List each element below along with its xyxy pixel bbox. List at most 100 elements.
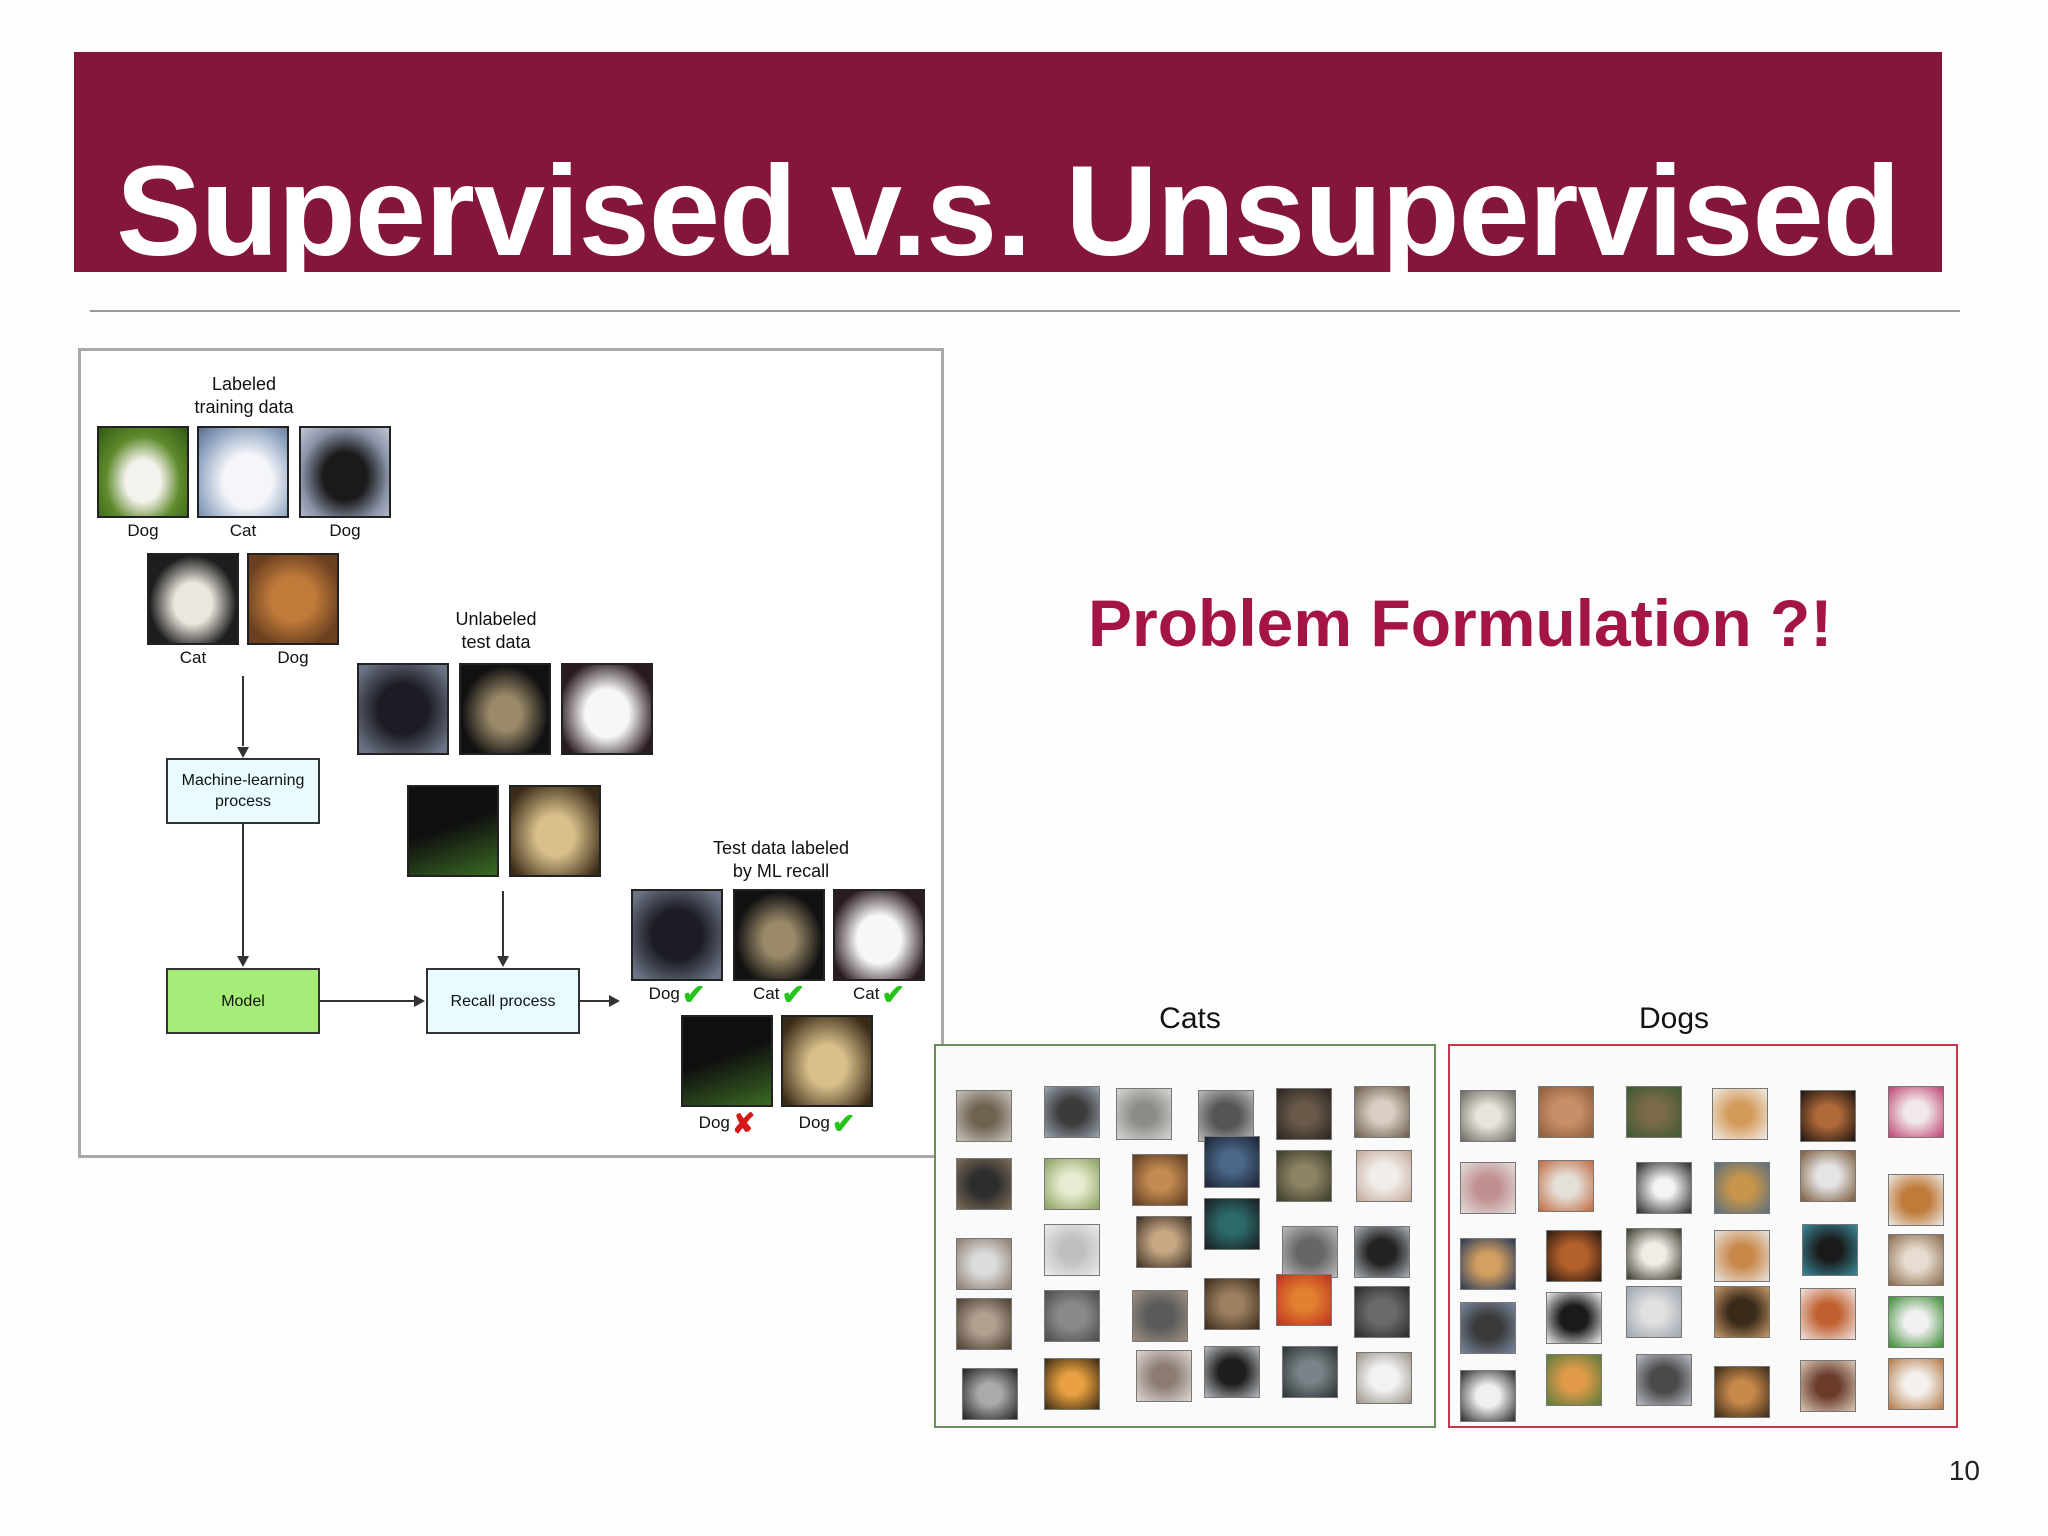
dogs-cluster (1448, 1044, 1958, 1428)
cat-thumbnail (1044, 1158, 1100, 1210)
dog-thumbnail (1888, 1358, 1944, 1410)
cat-thumbnail (1044, 1224, 1100, 1276)
arrow-line (580, 1000, 610, 1002)
dog-thumbnail (1626, 1286, 1682, 1338)
check-icon: ✔ (681, 979, 706, 1010)
cat-thumbnail (956, 1158, 1012, 1210)
dog-thumbnail (1714, 1230, 1770, 1282)
cat-thumbnail (1204, 1278, 1260, 1330)
training-photo-dog-black (299, 426, 391, 518)
cat-thumbnail (1044, 1358, 1100, 1410)
dog-thumbnail (1460, 1370, 1516, 1422)
dog-thumbnail (1546, 1354, 1602, 1406)
cat-thumbnail (1136, 1216, 1192, 1268)
training-label: Cat (229, 521, 257, 540)
result-heading: Test data labeled by ML recall (712, 838, 850, 881)
dogs-cluster-title: Dogs (1638, 1002, 1710, 1035)
slide-title: Supervised v.s. Unsupervised (116, 140, 1901, 283)
page-number: 10 (1948, 1455, 1980, 1486)
cat-thumbnail (956, 1298, 1012, 1350)
training-label: Cat (179, 648, 207, 667)
dog-thumbnail (1636, 1354, 1692, 1406)
cat-thumbnail (1198, 1090, 1254, 1142)
dog-thumbnail (1636, 1162, 1692, 1214)
cat-thumbnail (1354, 1226, 1410, 1278)
cross-icon: ✘ (731, 1108, 756, 1139)
training-photo-cat-siamese (147, 553, 239, 645)
training-photo-cat-white (197, 426, 289, 518)
cat-thumbnail (956, 1090, 1012, 1142)
cat-thumbnail (1204, 1198, 1260, 1250)
problem-formulation-heading: Problem Formulation ?! (1088, 586, 1833, 660)
arrow-head (237, 747, 249, 758)
arrow-line (502, 891, 504, 956)
dog-thumbnail (1546, 1230, 1602, 1282)
test-photo-dog-lying (407, 785, 499, 877)
divider (90, 310, 1960, 312)
test-photo-cat-tabby (459, 663, 551, 755)
cat-thumbnail (1116, 1088, 1172, 1140)
result-label: Dog✔ (798, 1108, 856, 1139)
arrow-head (414, 995, 425, 1007)
training-photo-dog-shepherd (247, 553, 339, 645)
cat-thumbnail (1354, 1086, 1410, 1138)
dog-thumbnail (1538, 1086, 1594, 1138)
result-photo-dog-black (631, 889, 723, 981)
result-photo-dog-pug (781, 1015, 873, 1107)
cats-cluster-title: Cats (1159, 1002, 1221, 1035)
check-icon: ✔ (781, 979, 805, 1010)
result-photo-cat-tabby (733, 889, 825, 981)
test-photo-cat-white (561, 663, 653, 755)
unlabeled-test-heading: Unlabeled test data (455, 609, 537, 652)
check-icon: ✔ (881, 979, 905, 1010)
machine-learning-box: Machine-learning process (166, 758, 320, 824)
training-label: Dog (127, 521, 159, 540)
dog-thumbnail (1460, 1090, 1516, 1142)
cat-thumbnail (1044, 1086, 1100, 1138)
cat-thumbnail (1276, 1274, 1332, 1326)
cats-cluster (934, 1044, 1436, 1428)
result-photo-dog-lying (681, 1015, 773, 1107)
dog-thumbnail (1714, 1286, 1770, 1338)
arrow-head (609, 995, 620, 1007)
dog-thumbnail (1714, 1162, 1770, 1214)
cat-thumbnail (1356, 1352, 1412, 1404)
dog-thumbnail (1626, 1086, 1682, 1138)
cat-thumbnail (1282, 1346, 1338, 1398)
result-label: Cat✔ (853, 979, 905, 1010)
arrow-line (242, 676, 244, 746)
dog-thumbnail (1538, 1160, 1594, 1212)
cat-thumbnail (1356, 1150, 1412, 1202)
check-icon: ✔ (831, 1108, 856, 1139)
model-box: Model (166, 968, 320, 1034)
dog-thumbnail (1460, 1238, 1516, 1290)
training-label: Dog (329, 521, 361, 540)
training-label: Dog (277, 648, 309, 667)
cat-thumbnail (1276, 1088, 1332, 1140)
cat-thumbnail (1136, 1350, 1192, 1402)
dog-thumbnail (1546, 1292, 1602, 1344)
test-photo-dog-black (357, 663, 449, 755)
cat-thumbnail (1132, 1154, 1188, 1206)
dog-thumbnail (1888, 1086, 1944, 1138)
arrow-head (497, 956, 509, 967)
result-label: Dog✘ (698, 1108, 756, 1139)
cat-thumbnail (956, 1238, 1012, 1290)
supervised-diagram: Labeled training data Dog Cat Dog Cat Do… (78, 348, 944, 1158)
dog-thumbnail (1800, 1150, 1856, 1202)
cat-thumbnail (962, 1368, 1018, 1420)
recall-process-box: Recall process (426, 968, 580, 1034)
arrow-line (242, 824, 244, 956)
dog-thumbnail (1800, 1090, 1856, 1142)
result-label: Dog✔ (648, 979, 706, 1010)
cat-thumbnail (1132, 1290, 1188, 1342)
arrow-line (320, 1000, 415, 1002)
result-label: Cat✔ (753, 979, 805, 1010)
cat-thumbnail (1276, 1150, 1332, 1202)
training-photo-dog-white (97, 426, 189, 518)
dog-thumbnail (1888, 1296, 1944, 1348)
cat-thumbnail (1354, 1286, 1410, 1338)
dog-thumbnail (1888, 1174, 1944, 1226)
cat-thumbnail (1044, 1290, 1100, 1342)
cat-thumbnail (1204, 1136, 1260, 1188)
